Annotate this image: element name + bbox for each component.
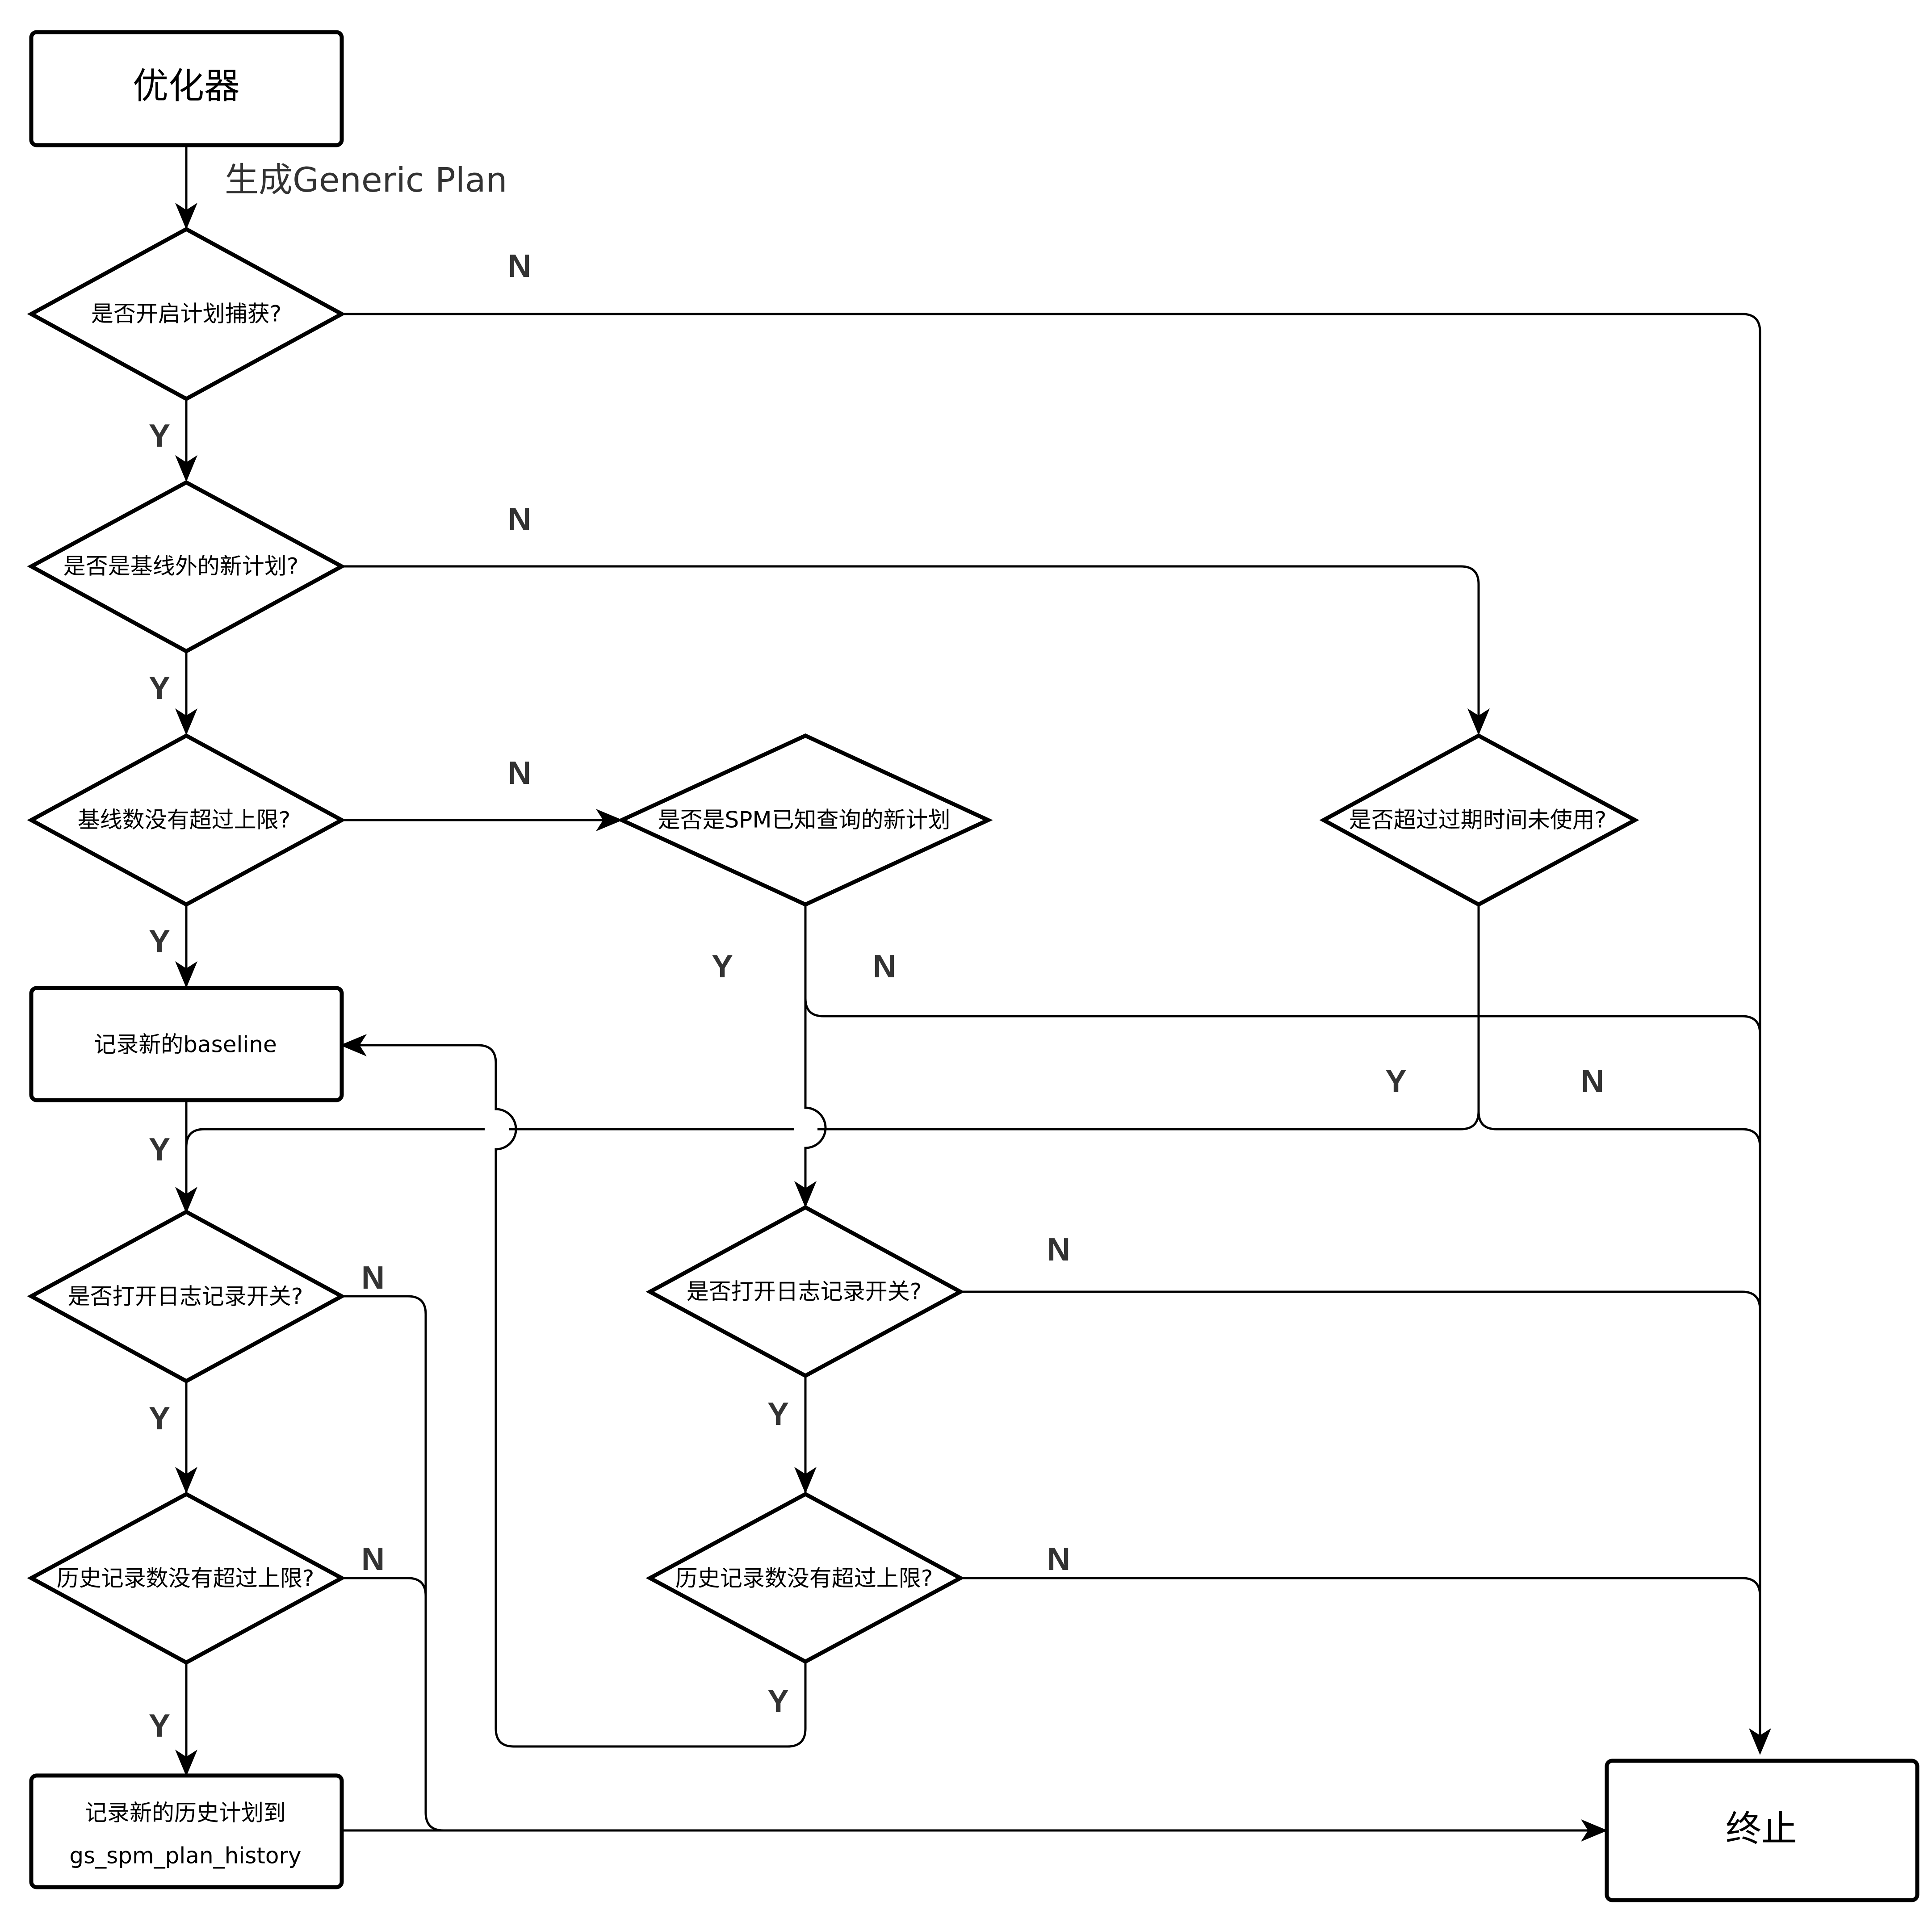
decision-baseline-limit: 基线数没有超过上限? — [27, 733, 346, 907]
edge-right-log-no-to-terminate — [960, 1290, 1761, 1310]
edge-newplan-no-to-expired — [342, 565, 1490, 735]
label-yes-record-baseline: Y — [149, 1132, 170, 1168]
label-no-history-left: N — [361, 1541, 385, 1577]
node-optimizer: 优化器 — [29, 30, 344, 147]
node-record-history: 记录新的历史计划到 gs_spm_plan_history — [29, 1773, 344, 1889]
decision-log-switch-left-label: 是否打开日志记录开关? — [68, 1284, 303, 1310]
decision-history-limit-left-label: 历史记录数没有超过上限? — [57, 1566, 314, 1591]
label-yes-spm: Y — [712, 949, 733, 984]
decision-spm-known-query: 是否是SPM已知查询的新计划 — [617, 733, 993, 907]
label-yes-history-right: Y — [767, 1683, 789, 1719]
decision-history-limit-right-label: 历史记录数没有超过上限? — [675, 1566, 933, 1591]
decision-history-limit-right: 历史记录数没有超过上限? — [645, 1491, 965, 1664]
annotation-generate-generic-plan: 生成Generic Plan — [225, 160, 507, 200]
decision-log-switch-right: 是否打开日志记录开关? — [645, 1205, 965, 1378]
label-no-log-left: N — [361, 1260, 385, 1296]
label-yes-history-left: Y — [149, 1708, 170, 1744]
edge-capture-no-to-terminate — [342, 313, 1771, 1755]
decision-log-switch-left: 是否打开日志记录开关? — [27, 1209, 346, 1384]
node-record-baseline-label: 记录新的baseline — [94, 1032, 277, 1058]
label-no-expired: N — [1581, 1064, 1604, 1099]
edge-spm-yes-to-right-log — [794, 905, 827, 1208]
edge-expired-yes-to-left-log — [185, 905, 1480, 1147]
edge-left-log-no-to-terminate — [342, 1295, 444, 1832]
label-yes-expired: Y — [1385, 1064, 1407, 1099]
label-yes-baseline-limit: Y — [149, 924, 170, 959]
label-no-capture: N — [508, 248, 531, 284]
node-optimizer-label: 优化器 — [133, 65, 240, 107]
label-no-baseline-limit: N — [508, 755, 531, 791]
edge-left-history-no — [342, 1577, 427, 1596]
decision-spm-known-query-label: 是否是SPM已知查询的新计划 — [658, 807, 950, 833]
edge-right-history-yes-to-record-baseline — [340, 1034, 807, 1748]
label-no-log-right: N — [1047, 1232, 1070, 1268]
label-yes-new-plan: Y — [149, 670, 170, 706]
decision-baseline-limit-label: 基线数没有超过上限? — [78, 807, 291, 833]
decision-capture-enabled: 是否开启计划捕获? — [27, 226, 346, 402]
decision-expired-unused-label: 是否超过过期时间未使用? — [1349, 807, 1607, 833]
edge-right-history-no-to-terminate — [960, 1577, 1761, 1596]
label-yes-log-left: Y — [149, 1401, 170, 1436]
decision-expired-unused: 是否超过过期时间未使用? — [1319, 733, 1639, 907]
label-yes-log-right: Y — [767, 1396, 789, 1432]
label-no-new-plan: N — [508, 502, 531, 537]
node-record-baseline: 记录新的baseline — [29, 986, 344, 1102]
edge-spm-no-to-terminate — [804, 905, 1761, 1034]
decision-new-plan-outside-baseline: 是否是基线外的新计划? — [27, 480, 346, 654]
label-no-history-right: N — [1047, 1541, 1070, 1577]
edge-labels: N Y N Y N Y Y N Y N Y N N Y Y N N Y Y — [149, 248, 1604, 1744]
edges — [175, 145, 1771, 1842]
decision-history-limit-left: 历史记录数没有超过上限? — [27, 1491, 346, 1665]
node-record-history-label-line2: gs_spm_plan_history — [69, 1843, 301, 1869]
edge-expired-no-to-terminate — [1477, 1111, 1761, 1147]
label-no-spm: N — [873, 949, 896, 984]
node-terminate: 终止 — [1605, 1759, 1919, 1902]
label-yes-capture: Y — [149, 418, 170, 454]
decision-capture-enabled-label: 是否开启计划捕获? — [91, 301, 282, 327]
node-terminate-label: 终止 — [1726, 1808, 1797, 1850]
decision-log-switch-right-label: 是否打开日志记录开关? — [687, 1279, 922, 1305]
node-record-history-label-line1: 记录新的历史计划到 — [85, 1800, 286, 1826]
decision-new-plan-outside-baseline-label: 是否是基线外的新计划? — [63, 553, 299, 579]
